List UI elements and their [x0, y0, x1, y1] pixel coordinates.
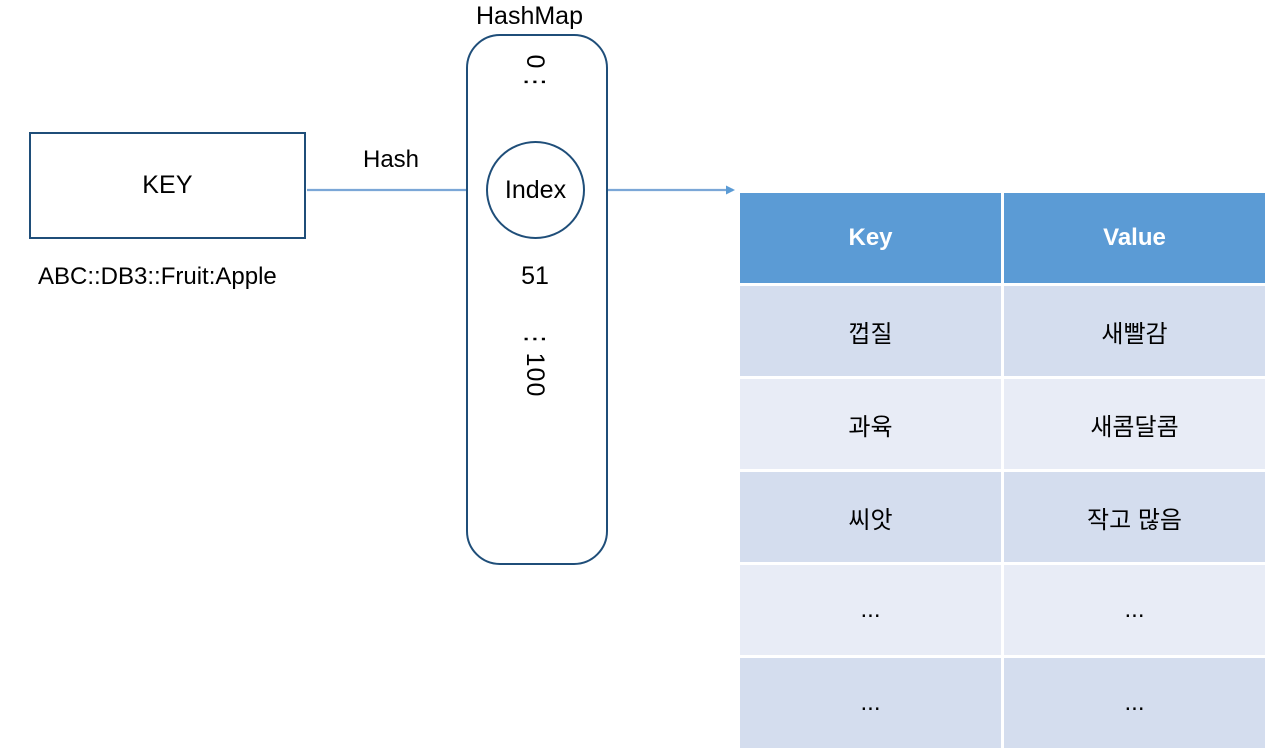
hashmap-title: HashMap: [476, 2, 583, 30]
cell-key: 껍질: [740, 286, 1001, 376]
hashmap-slot-index-number: 51: [521, 262, 549, 290]
index-circle: Index: [486, 141, 585, 239]
key-sample-value: ABC::DB3::Fruit:Apple: [38, 263, 277, 290]
hashmap-slot-top: 0⋮: [521, 54, 549, 96]
cell-value: ...: [1004, 658, 1265, 748]
cell-key: ...: [740, 565, 1001, 655]
cell-value: 새콤달콤: [1004, 379, 1265, 469]
cell-value: ...: [1004, 565, 1265, 655]
table-row: ... ...: [740, 565, 1265, 655]
hashmap-container: [466, 34, 608, 565]
table-header-row: Key Value: [740, 193, 1265, 283]
table-row: 껍질 새빨감: [740, 286, 1265, 376]
cell-key: 과육: [740, 379, 1001, 469]
table-row: 과육 새콤달콤: [740, 379, 1265, 469]
cell-value: 새빨감: [1004, 286, 1265, 376]
column-header-value: Value: [1004, 193, 1265, 283]
table-row: ... ...: [740, 658, 1265, 748]
table-body: 껍질 새빨감 과육 새콤달콤 씨앗 작고 많음 ... ... ... ...: [740, 286, 1265, 748]
hashmap-slot-bottom: ⋮100: [521, 326, 549, 398]
column-header-key: Key: [740, 193, 1001, 283]
index-label: Index: [504, 175, 567, 204]
key-box-label: KEY: [142, 171, 193, 199]
hash-arrow-label: Hash: [363, 146, 420, 173]
cell-value: 작고 많음: [1004, 472, 1265, 562]
key-box: KEY: [29, 132, 306, 239]
cell-key: 씨앗: [740, 472, 1001, 562]
key-value-table: Key Value 껍질 새빨감 과육 새콤달콤 씨앗 작고 많음 ... ..…: [737, 190, 1268, 751]
table-row: 씨앗 작고 많음: [740, 472, 1265, 562]
cell-key: ...: [740, 658, 1001, 748]
